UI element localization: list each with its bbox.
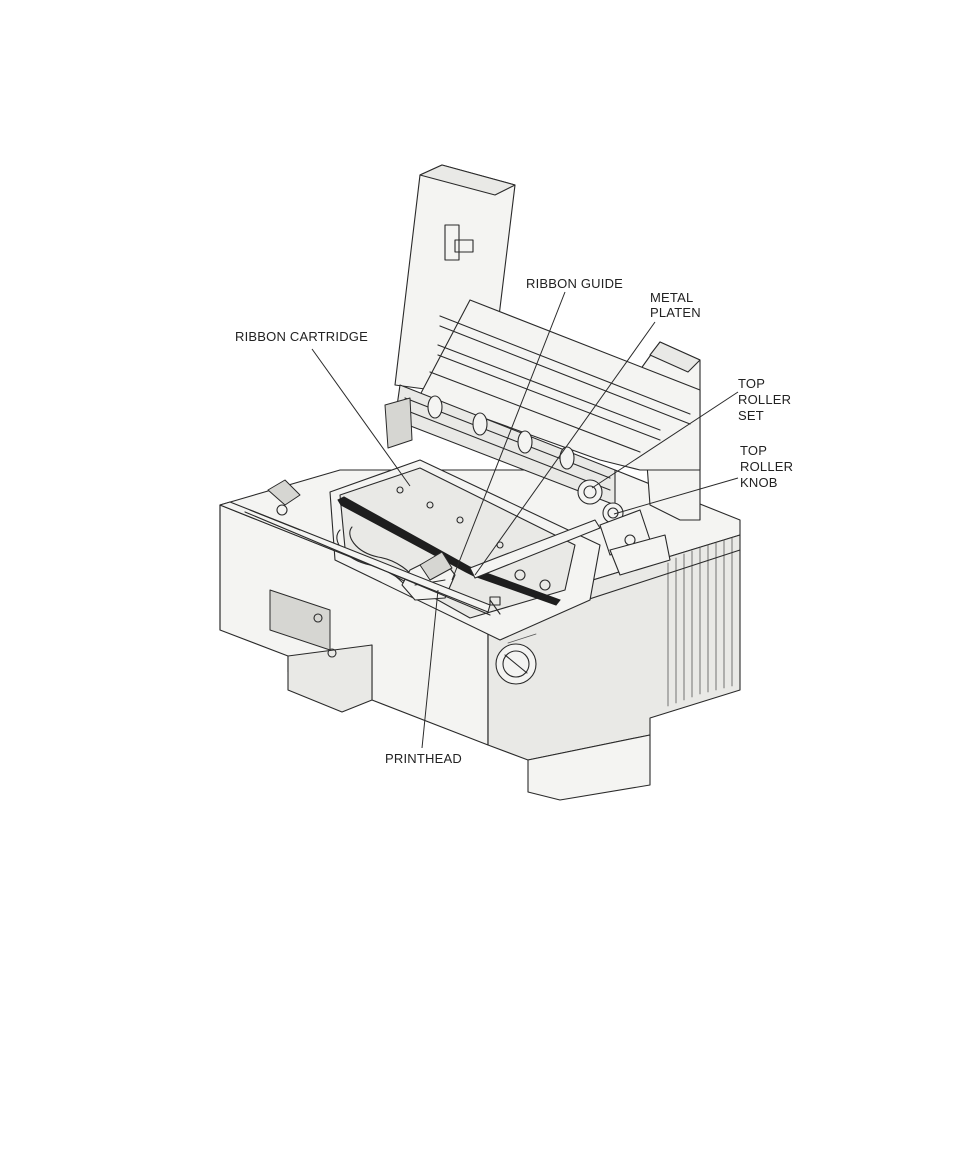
label-top-roller-knob-line2: ROLLER bbox=[740, 459, 793, 474]
label-printhead: PRINTHEAD bbox=[385, 751, 462, 766]
label-metal-platen-line1: METAL bbox=[650, 290, 693, 305]
label-top-roller-knob-line1: TOP bbox=[740, 443, 767, 458]
label-top-roller-knob-line3: KNOB bbox=[740, 475, 778, 490]
label-top-roller-set-line3: SET bbox=[738, 408, 764, 423]
label-ribbon-guide: RIBBON GUIDE bbox=[526, 276, 623, 291]
label-metal-platen-line2: PLATEN bbox=[650, 305, 701, 320]
label-top-roller-set-line2: ROLLER bbox=[738, 392, 791, 407]
label-ribbon-cartridge: RIBBON CARTRIDGE bbox=[235, 329, 368, 344]
bottom-left-block bbox=[288, 645, 372, 712]
label-top-roller-set-line1: TOP bbox=[738, 376, 765, 391]
